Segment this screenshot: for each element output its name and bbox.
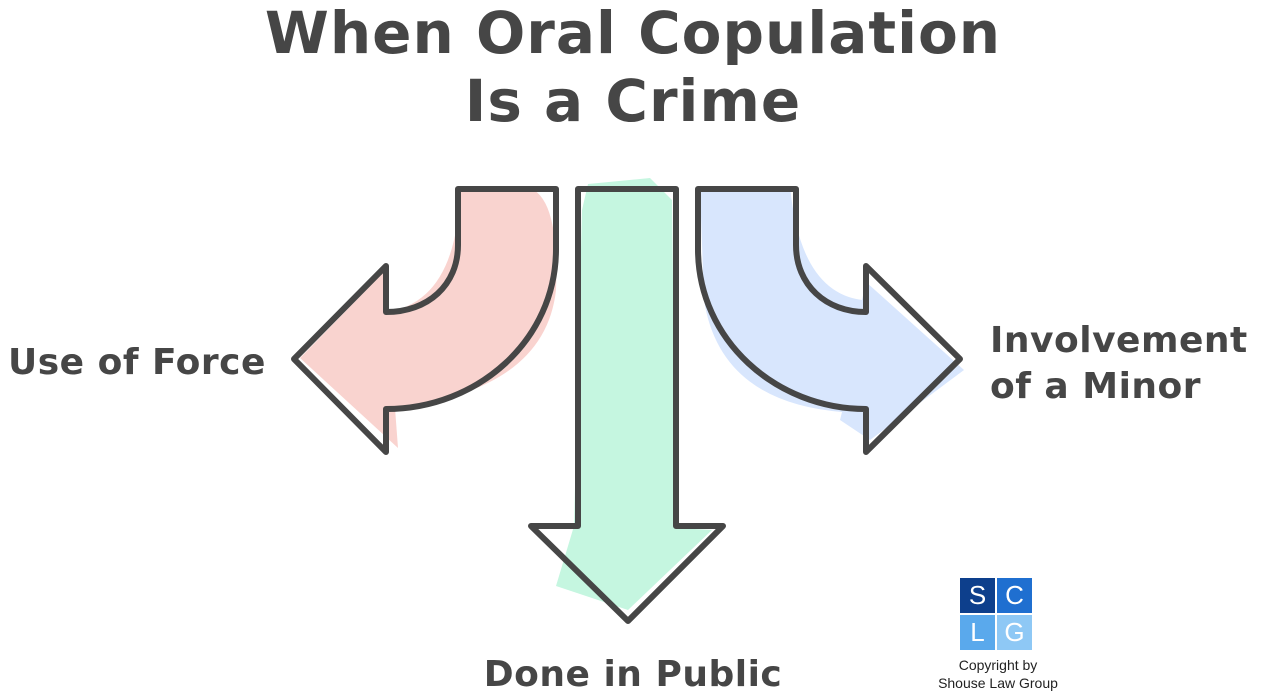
left-arrow-fill	[300, 186, 557, 448]
involvement-label-line-2: of a Minor	[990, 366, 1202, 407]
page-title-line-1: When Oral Copulation	[264, 0, 1002, 67]
copyright-line-1: Copyright by	[958, 657, 1038, 673]
logo-letter-s: S	[960, 578, 995, 613]
logo-letter-c: C	[997, 578, 1032, 613]
use-of-force-label: Use of Force	[8, 342, 266, 383]
page-title-line-2: Is a Crime	[464, 67, 802, 135]
right-arrow-outline	[695, 186, 963, 455]
copyright-caption: Copyright by Shouse Law Group	[926, 656, 1070, 692]
involvement-label-line-1: Involvement	[990, 320, 1248, 361]
right-arrow-fill	[700, 186, 964, 440]
done-in-public-label: Done in Public	[483, 654, 783, 695]
sclg-logo: S C L G	[960, 578, 1032, 650]
logo-letter-l: L	[960, 615, 995, 650]
copyright-line-2: Shouse Law Group	[938, 675, 1058, 691]
center-arrow-outline	[528, 186, 726, 624]
logo-letter-g: G	[997, 615, 1032, 650]
left-arrow-outline	[291, 186, 559, 455]
involvement-of-a-minor-label: Involvement of a Minor	[990, 318, 1248, 410]
